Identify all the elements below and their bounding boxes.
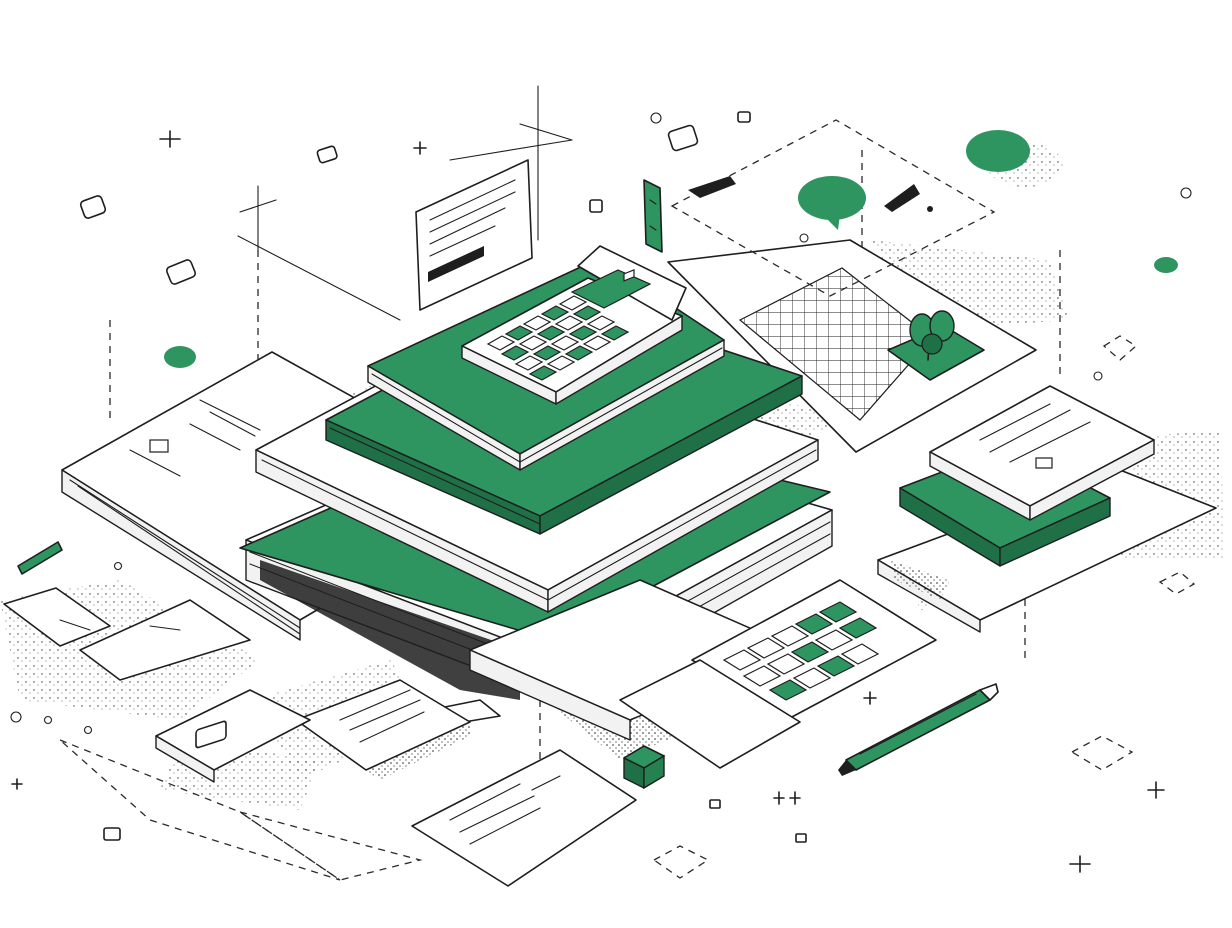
front-documents bbox=[3, 587, 637, 887]
calculator-keys bbox=[486, 295, 630, 381]
floating-bits bbox=[10, 111, 1196, 879]
green-dots bbox=[17, 130, 1178, 575]
speech-bubble-icon bbox=[798, 176, 866, 230]
keypad-sheet bbox=[619, 579, 937, 769]
tablet-icon bbox=[877, 385, 1217, 633]
tag-strip bbox=[643, 179, 663, 253]
grid-sheet bbox=[667, 239, 1037, 453]
document-stack-icon bbox=[239, 257, 833, 741]
floating-panel-top bbox=[670, 119, 996, 297]
floating-document-back bbox=[415, 159, 533, 311]
plant-icon bbox=[887, 310, 985, 381]
calculator-icon bbox=[461, 245, 687, 405]
cube-icon bbox=[623, 745, 665, 790]
pen-icon bbox=[838, 683, 999, 776]
